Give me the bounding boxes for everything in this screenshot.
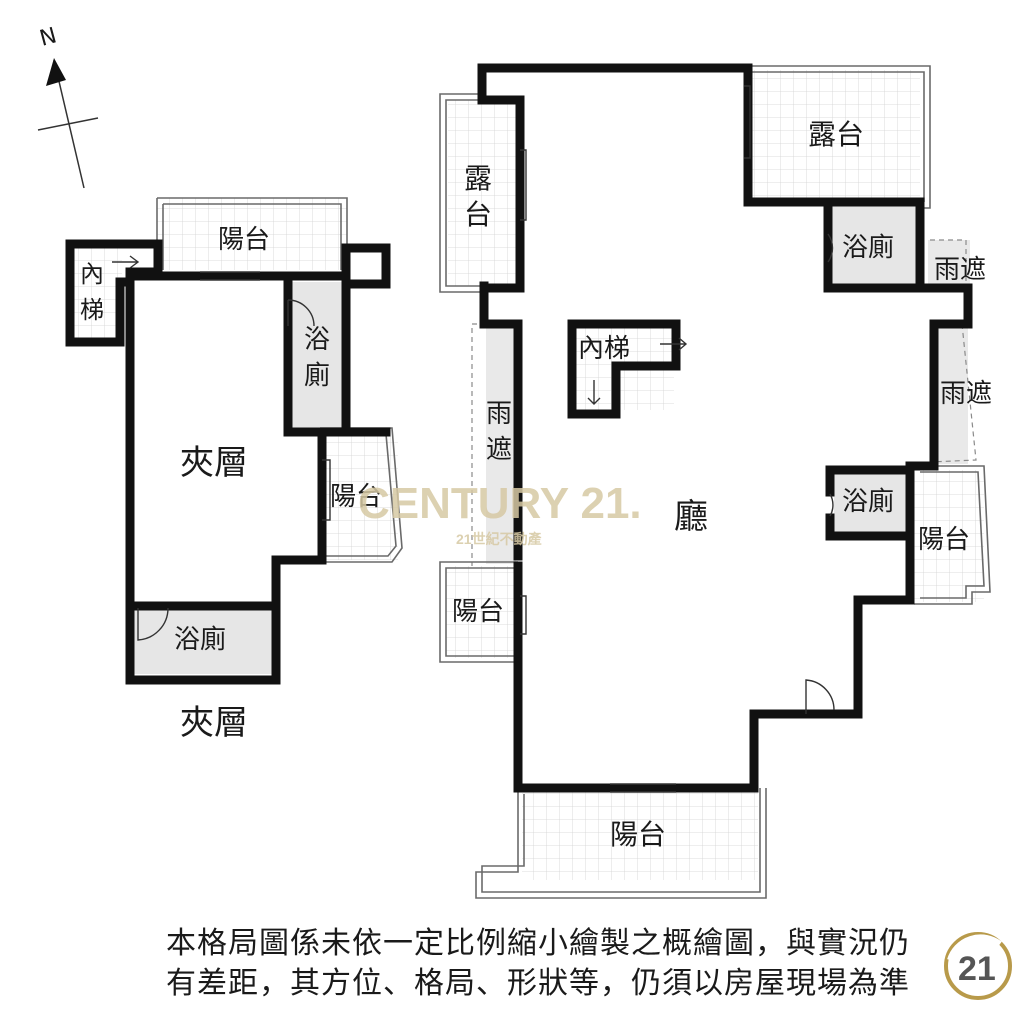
main-balcony-bottom-area xyxy=(522,788,758,880)
main-balcony-left-area xyxy=(446,566,518,658)
watermark: CENTURY 21. 21世紀不動產 xyxy=(358,479,642,547)
compass: N xyxy=(37,23,99,189)
mezz-balcony-right-label: 陽台 xyxy=(330,482,382,512)
watermark-sub: 21世紀不動產 xyxy=(456,531,542,547)
disclaimer-line-2: 有差距，其方位、格局、形狀等，仍須以房屋現場為準 xyxy=(166,966,910,1001)
main-bath-right-label: 浴廁 xyxy=(842,487,894,517)
disclaimer-line-1: 本格局圖係未依一定比例縮小繪製之概繪圖，與實況仍 xyxy=(166,926,910,961)
mezz-balcony-top-label: 陽台 xyxy=(218,225,270,255)
north-arrow-icon xyxy=(46,58,66,86)
main-stair-label: 內梯 xyxy=(578,334,630,364)
mezz-main-room-label: 夾層 xyxy=(180,443,248,483)
main-balcony-right-area xyxy=(914,470,984,602)
logo-number: 21 xyxy=(958,950,996,988)
mezz-stair-label-1: 內 xyxy=(80,260,104,288)
mezz-bath-right-label-1: 浴 xyxy=(304,325,330,355)
compass-north-label: N xyxy=(37,23,59,51)
main-canopy-top-right-area xyxy=(928,240,970,288)
main-canopy-left-label-1: 雨 xyxy=(486,399,512,429)
mezz-plan-caption: 夾層 xyxy=(180,703,248,743)
mezz-bath-right-area xyxy=(292,282,346,430)
main-canopy-right-area xyxy=(938,324,968,464)
mezz-bath-bottom-area xyxy=(132,608,272,674)
mezz-bath-right-label-2: 廁 xyxy=(304,361,330,391)
main-terrace-left-label-2: 台 xyxy=(464,198,492,231)
mezz-bath-bottom-label: 浴廁 xyxy=(174,625,226,655)
mezzanine-plan xyxy=(65,197,403,685)
main-canopy-right-label: 雨遮 xyxy=(940,379,992,409)
main-canopy-top-right-label: 雨遮 xyxy=(934,255,986,285)
main-balcony-left-label: 陽台 xyxy=(452,597,504,627)
century21-logo-icon: 21 xyxy=(944,932,1012,1000)
main-bath-top-right-label: 浴廁 xyxy=(842,233,894,263)
main-balcony-bottom-label: 陽台 xyxy=(610,818,666,851)
main-terrace-top-right-area xyxy=(752,70,920,202)
main-terrace-top-right-label: 露台 xyxy=(808,118,864,151)
main-terrace-left-label-1: 露 xyxy=(464,162,492,195)
main-bath-right-area xyxy=(834,470,908,536)
main-hall-label: 廳 xyxy=(674,497,708,537)
watermark-brand: CENTURY 21. xyxy=(358,479,642,528)
mezz-balcony-top-area xyxy=(157,198,347,270)
mezz-stair-label-2: 梯 xyxy=(80,296,104,324)
main-balcony-right-label: 陽台 xyxy=(918,525,970,555)
main-floor-plan xyxy=(439,63,991,899)
main-terrace-left-area xyxy=(448,100,520,286)
main-canopy-left-area xyxy=(486,328,516,564)
main-bath-top-right-area xyxy=(828,206,920,288)
mezz-balcony-right-area xyxy=(325,432,398,560)
main-canopy-left-label-2: 遮 xyxy=(486,435,512,465)
